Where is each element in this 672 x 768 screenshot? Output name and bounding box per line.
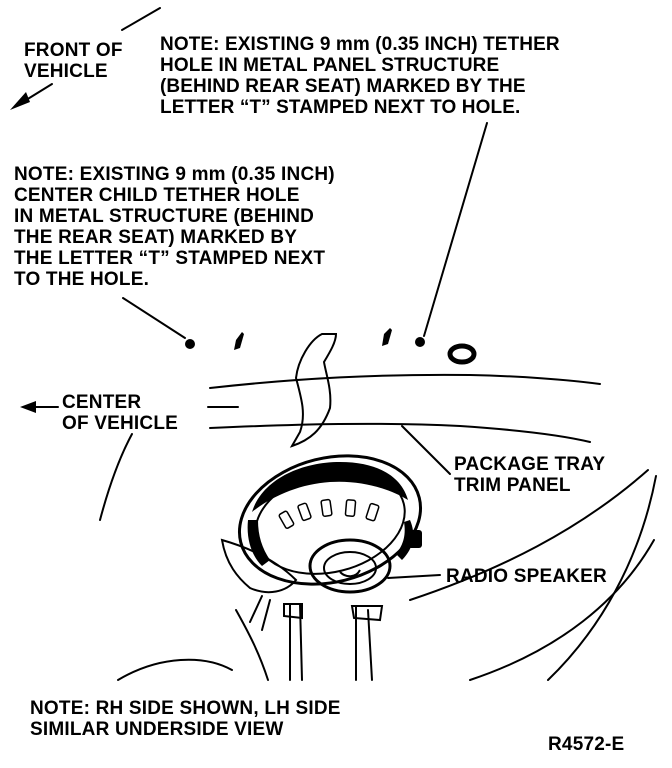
side-note: NOTE: RH SIDE SHOWN, LH SIDE SIMILAR UND… [30,698,341,740]
radio-speaker-leader [387,574,441,579]
left-panel-curve [99,433,133,521]
speaker-dark-side [247,520,270,566]
lower-arc [409,469,649,601]
speaker-rib [365,502,380,522]
speaker-post-left [289,603,303,681]
front-arrow-shaft-upper [121,7,161,31]
speaker-mount-left [249,595,271,631]
speaker-dark-right [396,520,414,560]
tray-upper-edge [209,373,601,389]
tether-strap [289,333,338,448]
tray-lower-edge [209,422,591,443]
center-arrowhead [20,401,36,413]
package-tray-label: PACKAGE TRAY TRIM PANEL [454,454,606,496]
speaker-magnet-inner [323,551,377,585]
front-of-vehicle-label: FRONT OF VEHICLE [24,40,123,82]
tether-note: NOTE: EXISTING 9 mm (0.35 INCH) TETHER H… [160,34,560,118]
tether-hole [415,337,425,347]
speaker-rib [344,499,357,517]
speaker-post-right [355,605,373,681]
grommet [447,343,477,365]
speaker-rib [297,502,312,522]
speaker-outer [237,454,423,586]
center-tether-hole [185,339,195,349]
speaker-rib [278,510,295,529]
tether-leader-line [423,122,488,337]
figure-id: R4572-E [548,734,625,755]
t-mark-right [382,328,392,346]
radio-speaker-label: RADIO SPEAKER [446,566,607,587]
speaker-tab-right [408,530,422,548]
lower-panel-edge [235,609,269,681]
speaker-magnet-mark [339,569,361,578]
speaker-clip-right [350,605,384,622]
right-inner-curve [469,539,655,681]
speaker-clip-left [283,603,303,620]
center-of-vehicle-label: CENTER OF VEHICLE [62,392,179,434]
front-arrowhead [10,92,30,110]
center-tether-leader-line [122,297,186,339]
center-tether-note: NOTE: EXISTING 9 mm (0.35 INCH) CENTER C… [14,164,335,290]
speaker-magnet [308,538,392,594]
speaker-rib [320,498,333,517]
lower-left-curve [117,658,233,681]
speaker-dark-band [252,462,408,512]
t-mark-left [234,332,244,350]
package-tray-leader [401,425,451,475]
